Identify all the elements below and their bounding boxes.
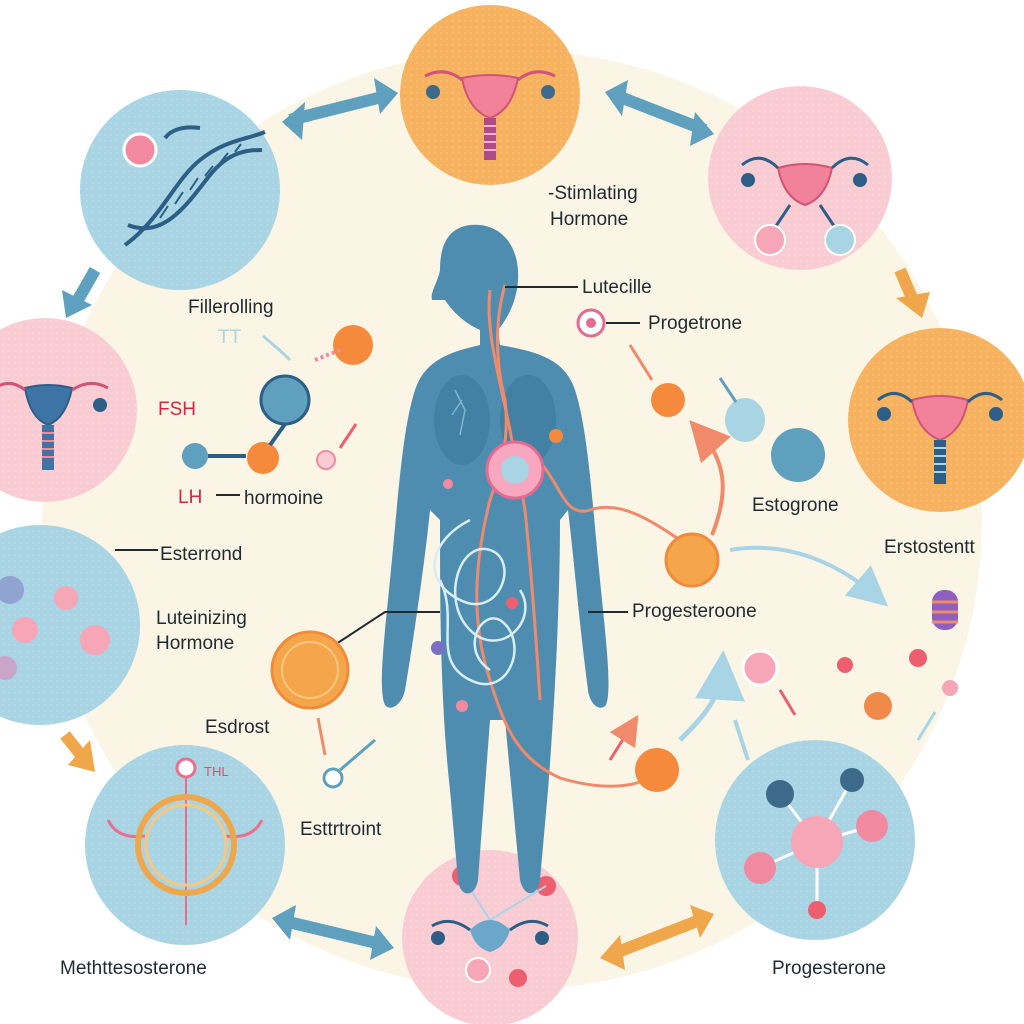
ovary-icon — [708, 86, 892, 270]
label-progesteroone: Progesteroone — [632, 601, 757, 622]
follicle-icon — [85, 745, 285, 945]
label-methtesosterone: Methttesosterone — [60, 958, 207, 979]
cell-icon — [0, 525, 140, 725]
hormone-pathways — [431, 284, 681, 788]
label-progetrone: Progetrone — [648, 313, 743, 334]
hormone-particles — [182, 308, 958, 792]
label-estrtroint: Esttrtroint — [300, 819, 382, 840]
label-lutecille: Lutecille — [582, 277, 652, 298]
uterus-icon — [400, 5, 580, 185]
ovary-icon — [402, 850, 578, 1024]
leader-lines — [115, 286, 640, 649]
uterus-icon — [848, 328, 1024, 512]
label-hormoine: hormoine — [244, 488, 324, 509]
label-tt: TT — [218, 327, 242, 348]
label-luteinizing: Luteinizing — [156, 608, 247, 629]
label-hormone-top: Hormone — [550, 209, 629, 230]
label-esterrond: Esterrond — [160, 544, 243, 565]
label-estogrone: Estogrone — [752, 495, 839, 516]
label-fsh: FSH — [158, 399, 196, 420]
dna-helix-icon — [80, 90, 280, 290]
label-lh: LH — [178, 487, 203, 508]
uterus-icon — [0, 318, 137, 502]
label-erstostentt: Erstostentt — [884, 537, 975, 558]
label-thl: THL — [204, 764, 229, 779]
label-stimulating: -Stimlating — [548, 183, 638, 204]
label-fillerolling: Fillerolling — [188, 297, 274, 318]
label-esdrost: Esdrost — [205, 717, 270, 738]
cycle-arrows — [60, 78, 930, 970]
molecule-icon — [715, 740, 915, 940]
label-progesterone-bottom: Progesterone — [772, 958, 887, 979]
label-hormone-left: Hormone — [156, 633, 235, 654]
